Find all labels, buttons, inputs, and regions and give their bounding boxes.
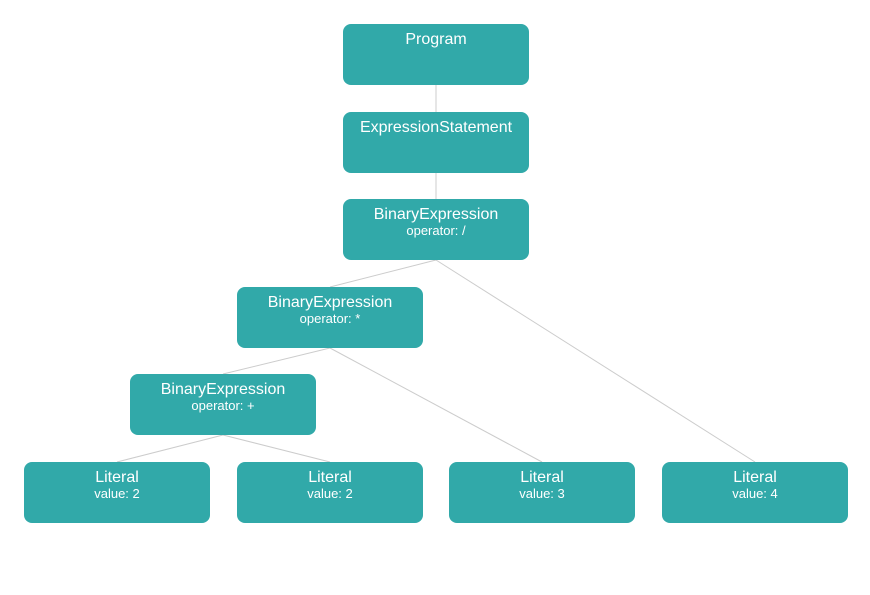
node-detail: value: 2: [94, 486, 140, 501]
literal-node[interactable]: Literal value: 2: [237, 462, 423, 523]
node-label: Literal: [520, 469, 564, 486]
node-label: BinaryExpression: [373, 206, 499, 223]
node-label: Literal: [308, 469, 352, 486]
node-detail: value: 3: [519, 486, 565, 501]
node-label: ExpressionStatement: [359, 119, 513, 136]
program-node[interactable]: Program: [343, 24, 529, 85]
binary-expression-multiply-node[interactable]: BinaryExpression operator: *: [237, 287, 423, 348]
node-detail: value: 4: [732, 486, 778, 501]
expression-statement-node[interactable]: ExpressionStatement: [343, 112, 529, 173]
node-label: Program: [405, 31, 467, 48]
node-label: Literal: [95, 469, 139, 486]
tree-edge: [435, 259, 756, 463]
literal-node[interactable]: Literal value: 4: [662, 462, 848, 523]
binary-expression-add-node[interactable]: BinaryExpression operator: +: [130, 374, 316, 435]
tree-edge: [116, 434, 224, 463]
tree-edge: [222, 434, 331, 463]
binary-expression-divide-node[interactable]: BinaryExpression operator: /: [343, 199, 529, 260]
literal-node[interactable]: Literal value: 3: [449, 462, 635, 523]
node-detail: operator: /: [406, 223, 466, 238]
node-label: BinaryExpression: [267, 294, 393, 311]
node-detail: operator: *: [299, 311, 361, 326]
node-detail: operator: +: [191, 398, 255, 413]
tree-edge: [329, 259, 437, 288]
node-detail: value: 2: [307, 486, 353, 501]
node-label: Literal: [733, 469, 777, 486]
literal-node[interactable]: Literal value: 2: [24, 462, 210, 523]
node-label: BinaryExpression: [160, 381, 286, 398]
tree-edge: [222, 347, 331, 375]
tree-edge: [329, 347, 543, 463]
